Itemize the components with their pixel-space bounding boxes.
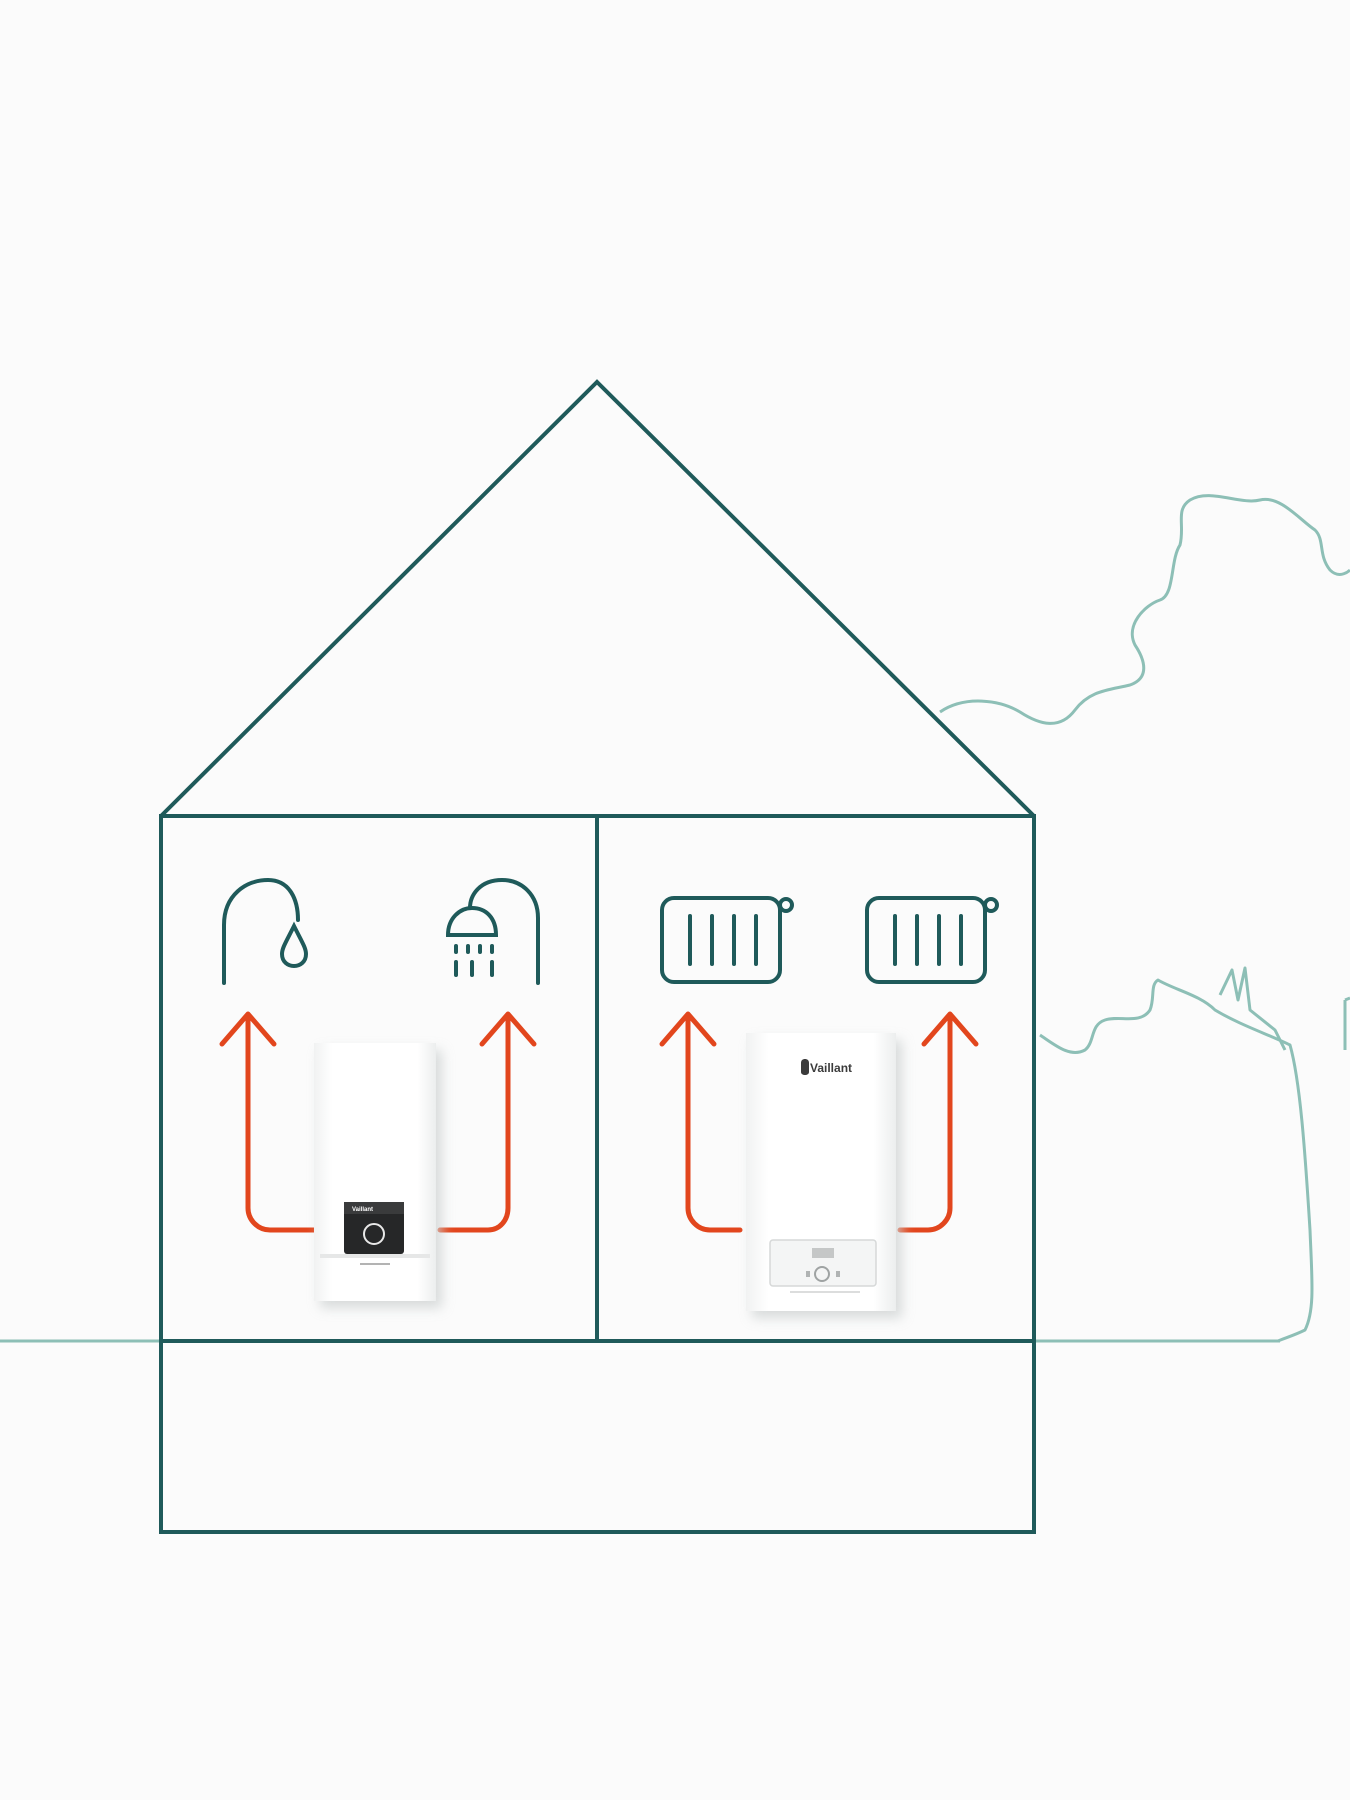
boiler-control-panel [769,1239,877,1287]
arrow-to-shower [437,1015,511,1233]
shower-icon [445,877,540,985]
radiator-icon [660,896,794,984]
tap-icon [222,877,309,985]
tree-outline [939,494,1350,1343]
svg-text:Vaillant: Vaillant [810,1061,852,1075]
boiler-brand-logo: Vaillant [801,1059,852,1075]
electric-boiler: Vaillant [746,1033,902,1318]
hot-water-room: Vaillant [219,877,540,1308]
boiler-dial [814,1266,830,1282]
heating-flow-arrows [659,1011,979,1233]
heater-brand-logo: Vaillant [352,1207,373,1213]
heater-dial [363,1223,385,1245]
arrow-to-left-radiator [685,1015,743,1233]
house-outline [159,379,1036,1534]
arrow-to-tap [245,1015,321,1233]
heater-control-panel [344,1202,404,1254]
radiator-icon [865,896,999,984]
heating-room: Vaillant [659,896,999,1318]
roof [159,379,1036,818]
arrow-to-right-radiator [897,1015,953,1233]
electric-water-heater: Vaillant [314,1043,442,1308]
hot-water-flow-arrows [219,1011,537,1233]
